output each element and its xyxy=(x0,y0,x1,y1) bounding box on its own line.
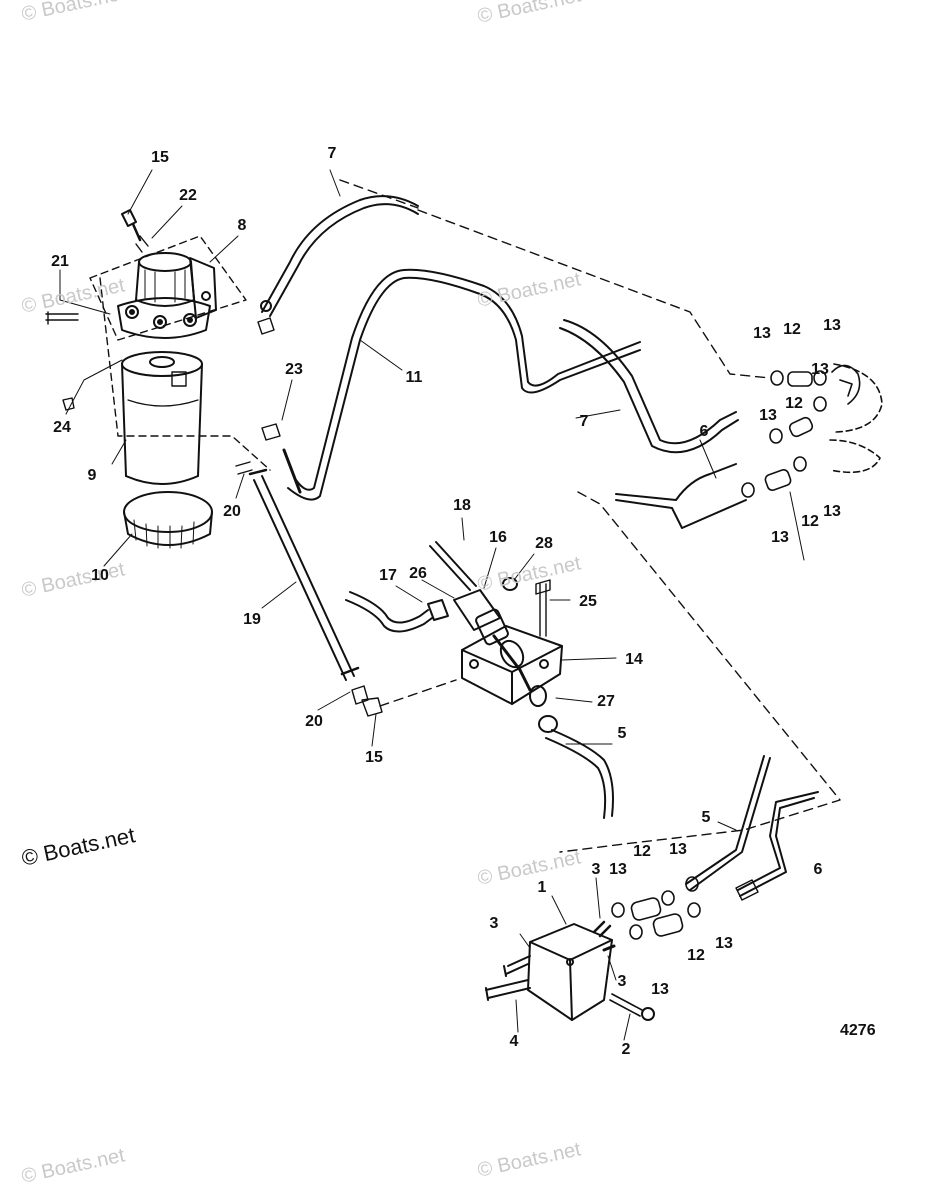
callout-20-lower: 20 xyxy=(305,713,323,730)
callout-1: 1 xyxy=(537,879,547,896)
callout-13-i: 13 xyxy=(715,935,733,952)
callout-11: 11 xyxy=(405,369,423,386)
callout-17: 17 xyxy=(379,567,397,584)
lower-fuel-block xyxy=(485,920,655,1021)
callout-12-d: 12 xyxy=(633,843,651,860)
callout-2: 2 xyxy=(621,1041,631,1058)
callout-7-lower: 7 xyxy=(579,413,589,430)
callout-3-right: 3 xyxy=(617,973,627,990)
callout-13-j: 13 xyxy=(651,981,669,998)
callout-16: 16 xyxy=(489,529,507,546)
callout-12-c: 12 xyxy=(801,513,819,530)
callout-13-g: 13 xyxy=(669,841,687,858)
callout-12-e: 12 xyxy=(687,947,705,964)
fuel-filter-assembly xyxy=(45,209,281,549)
routing-dashed-lines xyxy=(339,179,841,853)
hose-clamp-group-lower xyxy=(611,876,701,940)
callout-13-c: 13 xyxy=(811,361,829,378)
callout-13-a: 13 xyxy=(753,325,771,342)
callout-12-b: 12 xyxy=(785,395,803,412)
fuel-line-17 xyxy=(345,591,433,633)
callout-12-a: 12 xyxy=(783,321,801,338)
callout-3-left: 3 xyxy=(489,915,499,932)
callout-20-upper: 20 xyxy=(223,503,241,520)
callout-6-upper: 6 xyxy=(699,423,709,440)
callout-25: 25 xyxy=(579,593,597,610)
distribution-block xyxy=(427,577,563,733)
callout-5-middle: 5 xyxy=(617,725,627,742)
figure-number: 4276 xyxy=(840,1022,876,1039)
hose-clamp-group-upper-right xyxy=(741,363,883,498)
callout-22: 22 xyxy=(179,187,197,204)
callout-24: 24 xyxy=(53,419,71,436)
fuel-line-7-lower xyxy=(559,319,739,454)
callout-19: 19 xyxy=(243,611,261,628)
callout-3-top: 3 xyxy=(591,861,601,878)
fuel-line-6-upper xyxy=(615,463,747,529)
callout-14: 14 xyxy=(625,651,643,668)
callout-13-f: 13 xyxy=(771,529,789,546)
callout-8: 8 xyxy=(237,217,247,234)
fuel-line-19 xyxy=(248,468,383,717)
callout-9: 9 xyxy=(87,467,97,484)
callout-13-b: 13 xyxy=(823,317,841,334)
fuel-line-6-right xyxy=(735,791,819,901)
callout-13-e: 13 xyxy=(823,503,841,520)
callout-21: 21 xyxy=(51,253,69,270)
callout-15-lower: 15 xyxy=(365,749,383,766)
callout-6-right: 6 xyxy=(813,861,823,878)
fuel-line-5-lower xyxy=(545,729,614,819)
callout-26: 26 xyxy=(409,565,427,582)
callout-4: 4 xyxy=(509,1033,519,1050)
callout-5-right: 5 xyxy=(701,809,711,826)
callout-18: 18 xyxy=(453,497,471,514)
fuel-line-7-upper xyxy=(260,195,419,317)
callout-27: 27 xyxy=(597,693,615,710)
fuel-line-11 xyxy=(282,268,641,501)
fuel-line-18 xyxy=(429,541,477,591)
fuel-line-5-right xyxy=(685,755,771,891)
callout-15: 15 xyxy=(151,149,169,166)
callout-13-h: 13 xyxy=(609,861,627,878)
callout-13-d: 13 xyxy=(759,407,777,424)
leader-lines xyxy=(59,169,805,1041)
callout-23: 23 xyxy=(285,361,303,378)
callout-7-upper: 7 xyxy=(327,145,337,162)
callout-10: 10 xyxy=(91,567,109,584)
callout-28: 28 xyxy=(535,535,553,552)
